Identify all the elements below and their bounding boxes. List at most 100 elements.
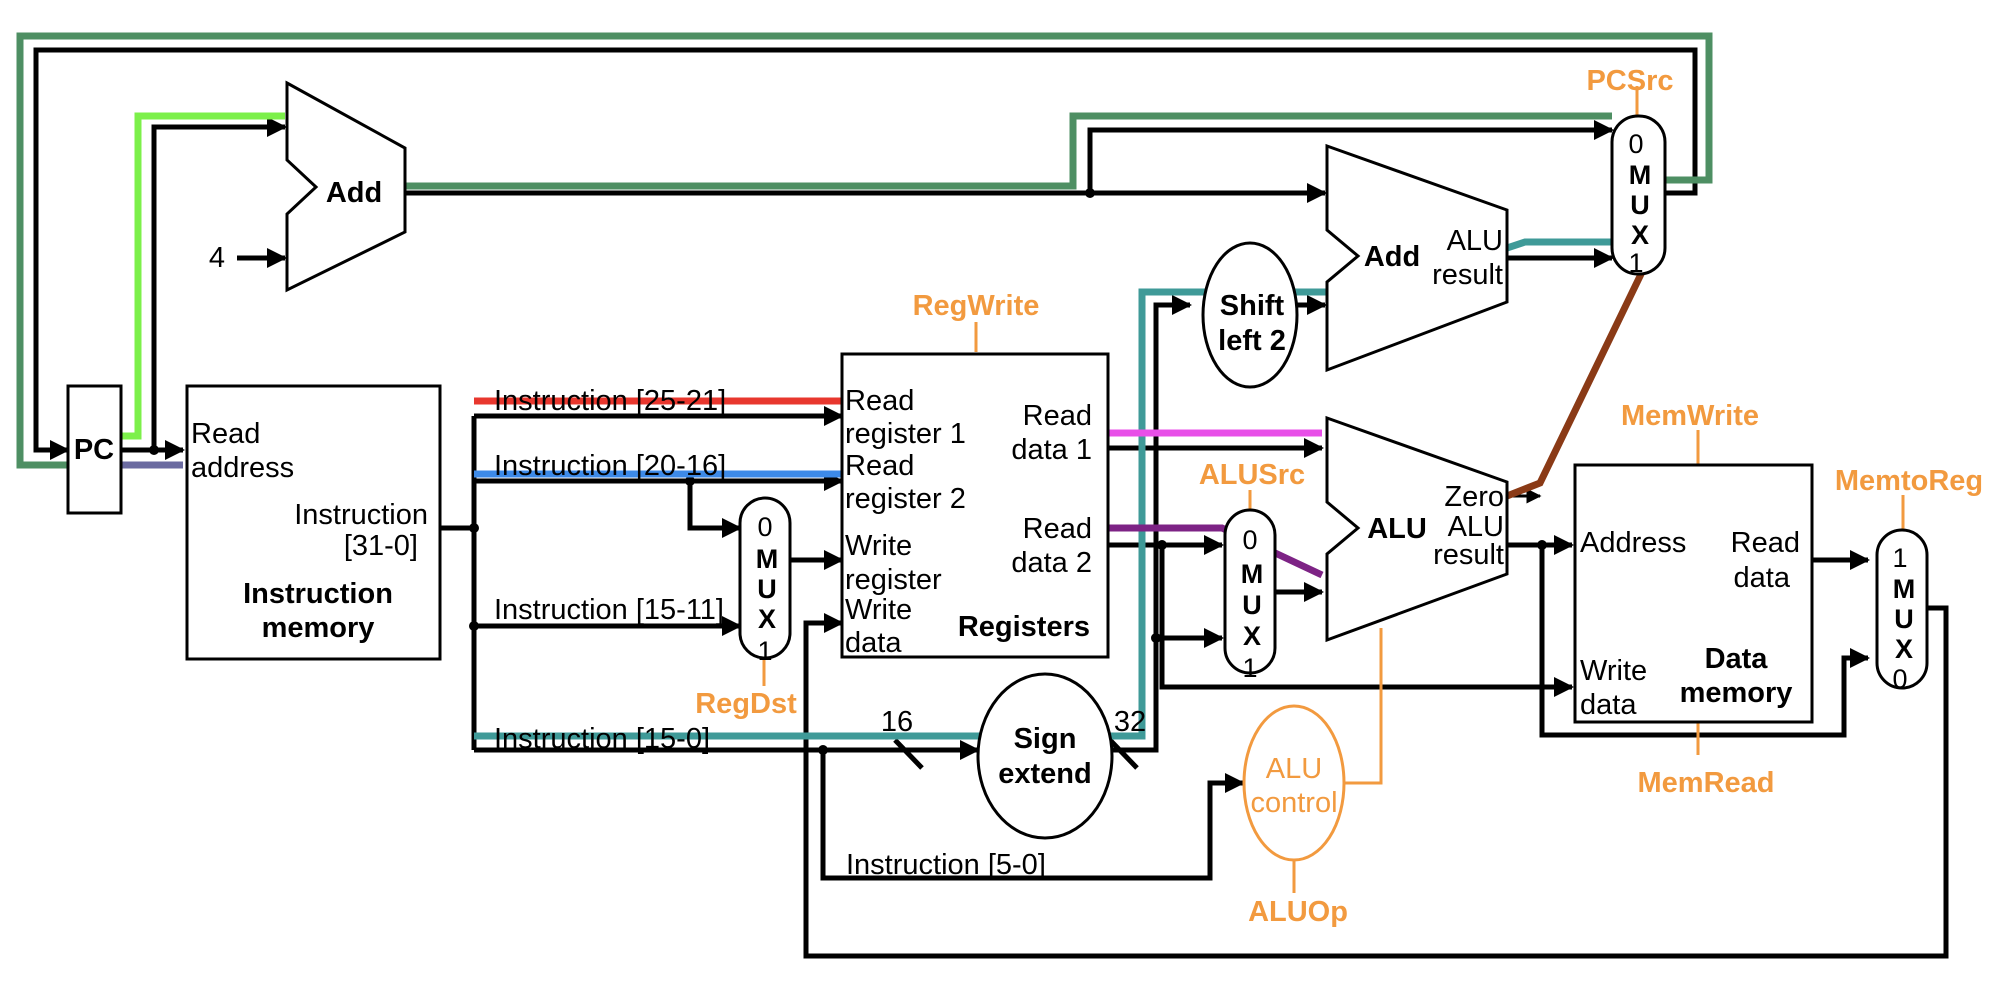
svg-text:1: 1	[1892, 543, 1907, 573]
instr-field-imm: Instruction [15-0]	[494, 723, 710, 755]
svg-text:M: M	[1241, 559, 1264, 589]
pc-label: PC	[74, 434, 114, 466]
jump-path	[16, 32, 1713, 469]
svg-text:1: 1	[1242, 653, 1257, 683]
svg-text:Read: Read	[1023, 513, 1092, 545]
instr-field-rs: Instruction [25-21]	[494, 385, 726, 417]
svg-text:ALU: ALU	[1448, 511, 1504, 543]
svg-text:X: X	[1243, 621, 1261, 651]
svg-text:data: data	[1580, 689, 1637, 721]
svg-text:U: U	[1894, 604, 1914, 634]
svg-text:Zero: Zero	[1444, 481, 1504, 513]
wire-alu-bypass	[1539, 545, 1870, 738]
svg-text:Data: Data	[1705, 643, 1769, 675]
svg-text:Read: Read	[1731, 527, 1800, 559]
svg-text:data: data	[1734, 562, 1791, 594]
svg-text:Sign: Sign	[1014, 723, 1077, 755]
wire-pc4-mux	[1087, 120, 1614, 193]
label-regdst: RegDst	[695, 688, 797, 720]
branch-adder: Add ALU result	[1325, 143, 1509, 373]
svg-text:extend: extend	[998, 758, 1091, 790]
regdst-mux: 0 M U X 1	[738, 496, 792, 666]
wire-writeback	[803, 605, 1949, 959]
svg-text:Write: Write	[1580, 655, 1647, 687]
svg-text:X: X	[758, 604, 776, 634]
svg-text:X: X	[1631, 220, 1649, 250]
svg-text:U: U	[757, 574, 777, 604]
imem-instruction-1: Instruction	[294, 499, 428, 531]
sign-extend: Sign extend	[976, 672, 1114, 840]
pc4-path	[121, 112, 285, 440]
wires	[33, 47, 1949, 959]
wire-next-pc	[33, 47, 1698, 460]
label-memread: MemRead	[1638, 767, 1775, 799]
svg-text:result: result	[1432, 259, 1503, 291]
register-file: Read register 1 Read register 2 Write re…	[840, 352, 1110, 659]
svg-text:register 2: register 2	[845, 483, 966, 515]
imem-read-address-1: Read	[191, 418, 260, 450]
shift-left-2: Shift left 2	[1201, 241, 1299, 389]
branch-path	[1505, 268, 1647, 500]
svg-text:register 1: register 1	[845, 418, 966, 450]
svg-text:result: result	[1433, 539, 1504, 571]
imem-name-2: memory	[262, 612, 375, 644]
svg-text:U: U	[1630, 190, 1650, 220]
svg-text:M: M	[756, 544, 779, 574]
control-labels: RegWrite RegDst ALUSrc ALUOp PCSrc MemWr…	[695, 65, 1983, 928]
constant-four: 4	[209, 242, 225, 274]
alusrc-mux: 0 M U X 1	[1223, 508, 1277, 683]
svg-text:X: X	[1895, 634, 1913, 664]
svg-text:M: M	[1629, 160, 1652, 190]
alu-control: ALU control	[1242, 704, 1346, 862]
svg-text:M: M	[1893, 574, 1916, 604]
rd2-path	[1108, 524, 1324, 579]
label-pcsrc: PCSrc	[1586, 65, 1673, 97]
svg-text:Address: Address	[1580, 527, 1686, 559]
instr-field-rt: Instruction [20-16]	[494, 450, 726, 482]
bus-width-32: 32	[1114, 706, 1146, 738]
wire-funct	[820, 750, 1245, 881]
label-memwrite: MemWrite	[1621, 400, 1759, 432]
label-memtoreg: MemtoReg	[1835, 465, 1983, 497]
svg-text:data: data	[845, 627, 902, 659]
svg-text:1: 1	[1628, 248, 1643, 278]
svg-text:register: register	[845, 564, 942, 596]
svg-text:left 2: left 2	[1218, 325, 1286, 357]
registers-name: Registers	[958, 611, 1090, 643]
pc-adder: Add	[285, 80, 407, 293]
wire-rd2-dmem	[1159, 545, 1574, 697]
svg-text:data 2: data 2	[1011, 547, 1092, 579]
control-wires	[762, 86, 1905, 893]
memtoreg-mux: 1 M U X 0	[1875, 528, 1929, 694]
svg-text:0: 0	[757, 512, 772, 542]
wire-pc-to-add	[151, 117, 287, 450]
imem-instruction-2: [31-0]	[344, 530, 418, 562]
label-alusrc: ALUSrc	[1199, 459, 1305, 491]
instr-field-rd: Instruction [15-11]	[494, 594, 724, 626]
svg-text:Add: Add	[1364, 241, 1420, 273]
svg-text:ALU: ALU	[1367, 513, 1427, 545]
svg-text:Read: Read	[845, 450, 914, 482]
svg-text:control: control	[1250, 787, 1337, 819]
pc-register: PC	[66, 384, 123, 515]
imem-name-1: Instruction	[243, 578, 393, 610]
imem-read-address-2: address	[191, 452, 294, 484]
bus-width-16: 16	[881, 706, 913, 738]
alu: ALU Zero ALU result	[1325, 415, 1509, 643]
svg-text:ALU: ALU	[1266, 753, 1322, 785]
svg-text:0: 0	[1892, 664, 1907, 694]
pc-adder-label: Add	[326, 177, 382, 209]
svg-text:Shift: Shift	[1220, 290, 1285, 322]
svg-text:U: U	[1242, 590, 1262, 620]
svg-text:Read: Read	[1023, 400, 1092, 432]
svg-text:Write: Write	[845, 594, 912, 626]
svg-text:ALU: ALU	[1447, 225, 1503, 257]
svg-text:Read: Read	[845, 385, 914, 417]
wire-rt-mux	[687, 481, 742, 538]
instr-field-funct: Instruction [5-0]	[846, 849, 1046, 881]
data-memory: Address Read data Write data Data memory	[1573, 463, 1814, 724]
svg-text:memory: memory	[1680, 677, 1793, 709]
svg-text:data 1: data 1	[1011, 434, 1092, 466]
instruction-memory: Read address Instruction [31-0] Instruct…	[185, 384, 442, 661]
svg-text:Write: Write	[845, 530, 912, 562]
